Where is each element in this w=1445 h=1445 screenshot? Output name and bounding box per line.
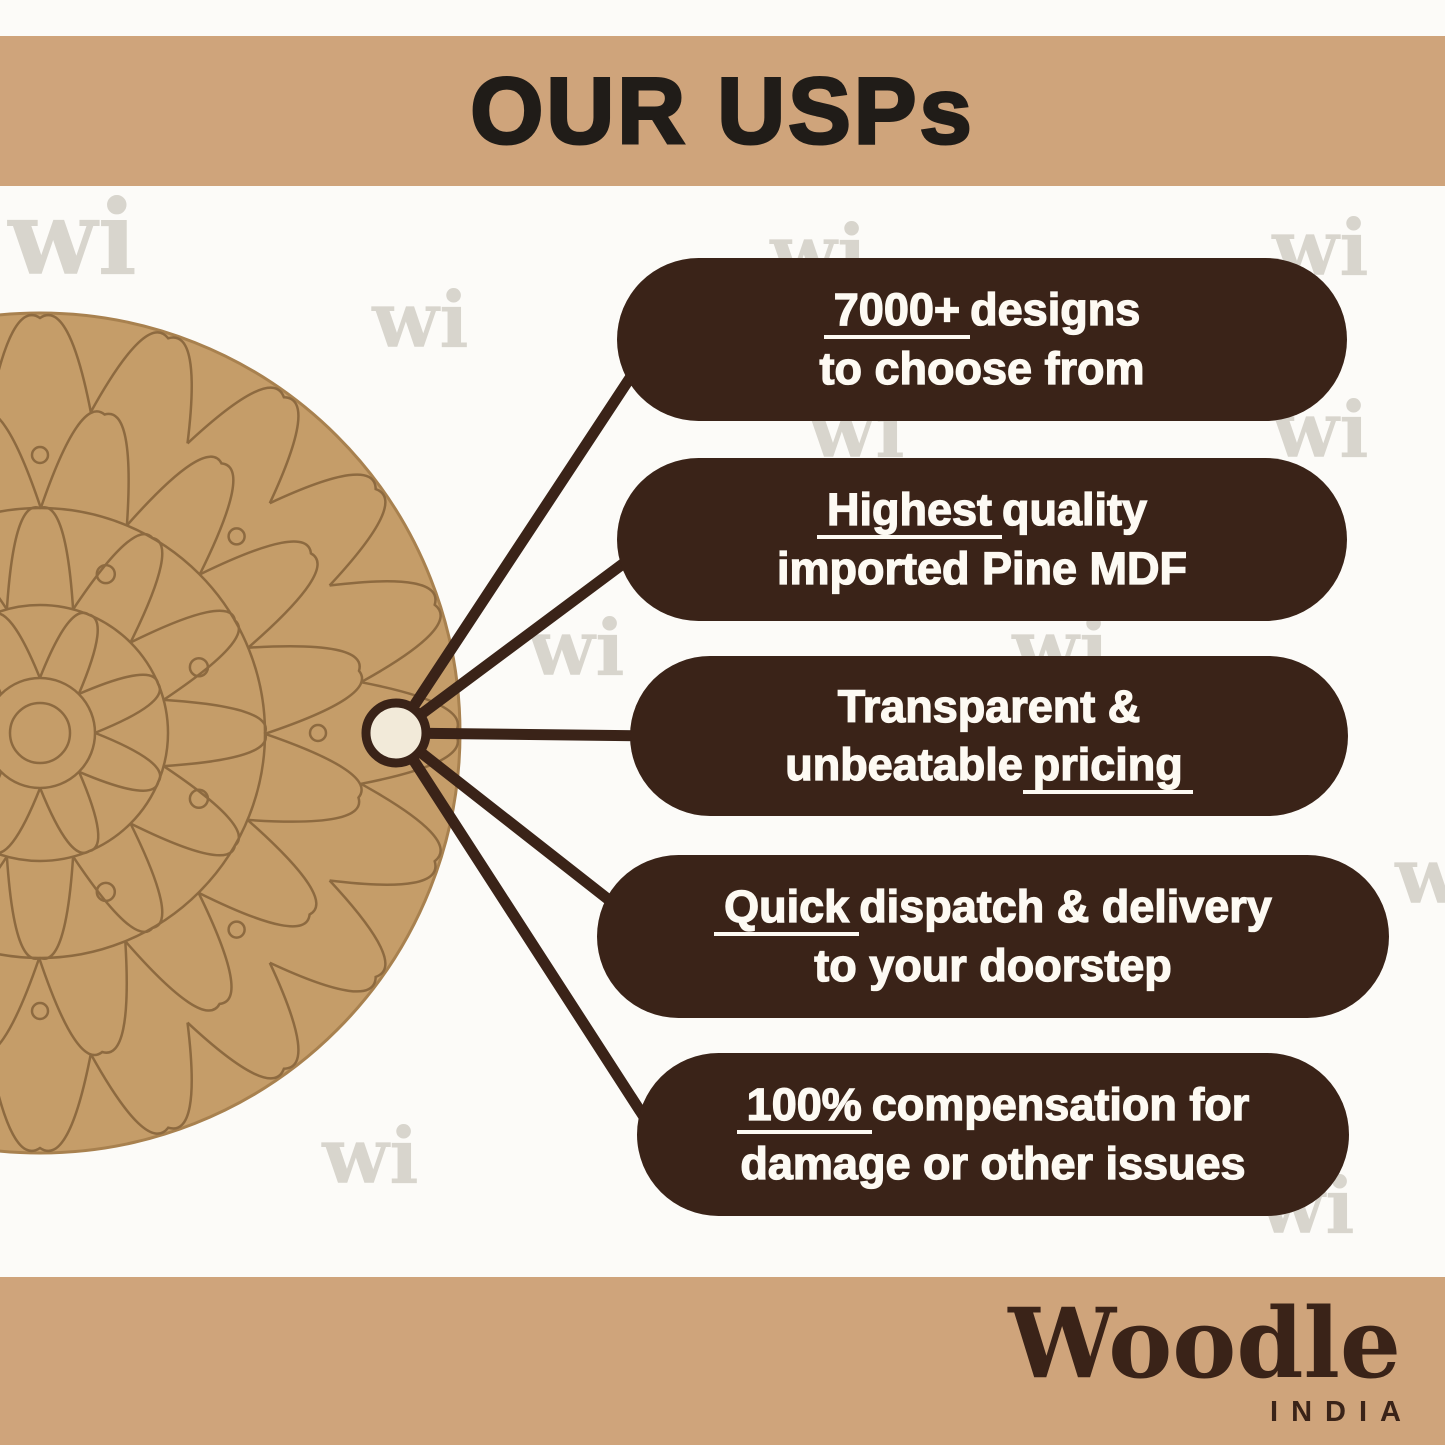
page-title: OUR USPs: [469, 57, 975, 165]
usp-line: 100%compensation for: [637, 1076, 1349, 1135]
usp-pill-compensation: 100%compensation for damage or other iss…: [637, 1053, 1349, 1216]
connector-line-5: [390, 727, 661, 1140]
usp-text-underlined: 7000+: [823, 283, 971, 339]
usp-text-segment: to your doorstep: [814, 939, 1173, 991]
brand-name: Woodle: [1008, 1287, 1401, 1400]
usp-text-segment: Transparent &: [837, 680, 1141, 732]
brand-watermark-icon: wi: [322, 1111, 419, 1202]
brand-watermark-icon: wi: [372, 275, 469, 366]
mandala-artwork: [0, 313, 460, 1153]
usp-line: imported Pine MDF: [617, 540, 1347, 599]
connector-line-3: [390, 727, 668, 742]
footer-band: [0, 1277, 1445, 1445]
usp-text-underlined: Highest: [816, 483, 1002, 539]
hub-node: [361, 698, 431, 768]
brand-watermark-icon: wi: [8, 176, 138, 299]
usp-line: to choose from: [617, 340, 1347, 399]
usp-text-underlined: pricing: [1022, 738, 1193, 794]
usp-line: 7000+designs: [617, 281, 1347, 340]
usp-line: to your doorstep: [597, 937, 1389, 996]
usp-text-segment: dispatch & delivery: [859, 880, 1273, 932]
connector-line-2: [390, 534, 661, 739]
usp-line: damage or other issues: [637, 1135, 1349, 1194]
header-band: OUR USPs: [0, 36, 1445, 186]
usp-text-segment: unbeatable: [785, 738, 1024, 790]
brand-country: INDIA: [1270, 1396, 1414, 1428]
usp-text-segment: to choose from: [819, 342, 1145, 394]
usp-text-underlined: 100%: [736, 1078, 872, 1134]
usp-text-segment: designs: [970, 283, 1141, 335]
usp-pill-designs: 7000+designs to choose from: [617, 258, 1347, 421]
usp-text-segment: compensation for: [871, 1078, 1250, 1130]
brand-watermark-icon: wi: [1395, 831, 1445, 922]
usp-text-segment: quality: [1001, 483, 1148, 535]
connector-lines: [390, 334, 668, 1140]
usp-line: Transparent &: [630, 678, 1348, 737]
usp-text-segment: imported Pine MDF: [776, 542, 1187, 594]
usp-text-segment: damage or other issues: [740, 1137, 1246, 1189]
usp-text-underlined: Quick: [714, 880, 860, 936]
connector-line-1: [390, 334, 661, 739]
brand-logo: Woodle INDIA: [1008, 1296, 1401, 1429]
